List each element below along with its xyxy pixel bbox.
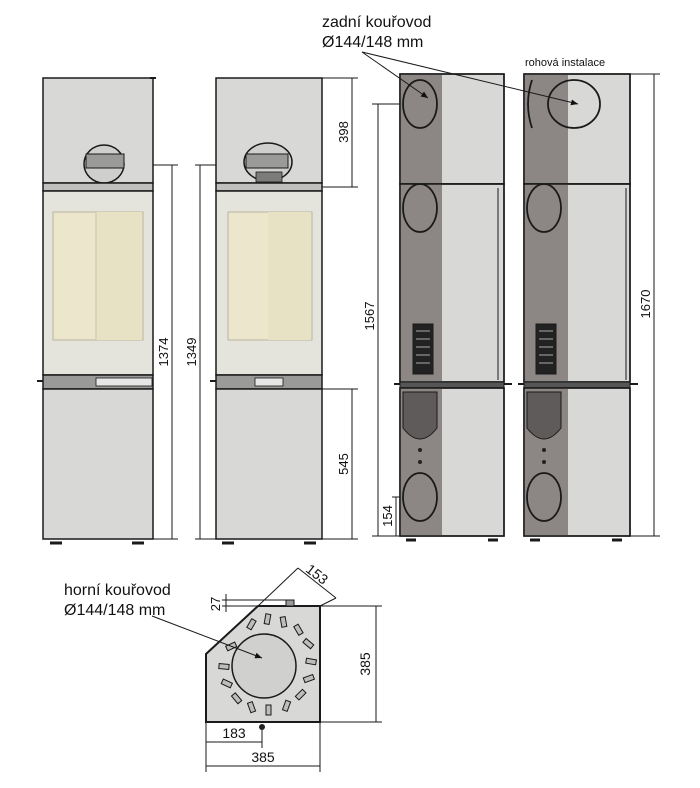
dim-plan-width: 385	[251, 749, 275, 765]
dim-rear-flue-height: 1567	[362, 302, 377, 331]
dim-overall-front: 1374	[156, 338, 171, 367]
dim-plan-diagonal: 153	[303, 561, 331, 588]
rear-flue-leaders	[361, 51, 579, 106]
stove-front-view-2	[210, 77, 323, 545]
dimension-lines-front	[153, 77, 358, 540]
dim-plan-offset: 27	[208, 597, 223, 611]
corner-install-label: rohová instalace	[525, 57, 605, 69]
top-flue-outlet-2	[243, 142, 293, 183]
top-flue-diameter: Ø144/148 mm	[64, 602, 165, 619]
rear-flue-outlet	[402, 79, 438, 129]
rear-flue-diameter: Ø144/148 mm	[322, 34, 423, 51]
top-flue-title: horní kouřovod	[64, 582, 171, 599]
corner-flue-outlet	[547, 79, 601, 129]
stove-front-view-1	[37, 77, 156, 545]
dim-top-section: 398	[336, 121, 351, 143]
dim-flue-center-front: 1349	[184, 338, 199, 367]
dim-rear-outlet-low: 154	[380, 505, 395, 527]
stove-corner-view	[518, 73, 638, 542]
dimension-lines-rear	[372, 73, 660, 537]
dim-plan-center: 183	[222, 725, 246, 741]
top-flue-outlet	[83, 144, 125, 184]
plan-view	[205, 599, 321, 730]
dim-corner-height: 1670	[638, 290, 653, 319]
dimension-lines-plan	[205, 567, 382, 772]
dim-lower-section: 545	[336, 453, 351, 475]
glass-firebox	[42, 190, 154, 376]
dim-plan-depth: 385	[357, 652, 373, 676]
top-flue-leader	[151, 615, 263, 659]
rear-flue-title: zadní kouřovod	[322, 14, 431, 31]
glass-firebox-2	[215, 190, 323, 376]
top-flue-circle	[231, 633, 297, 699]
stove-rear-view	[394, 73, 512, 542]
air-slots	[218, 613, 318, 716]
